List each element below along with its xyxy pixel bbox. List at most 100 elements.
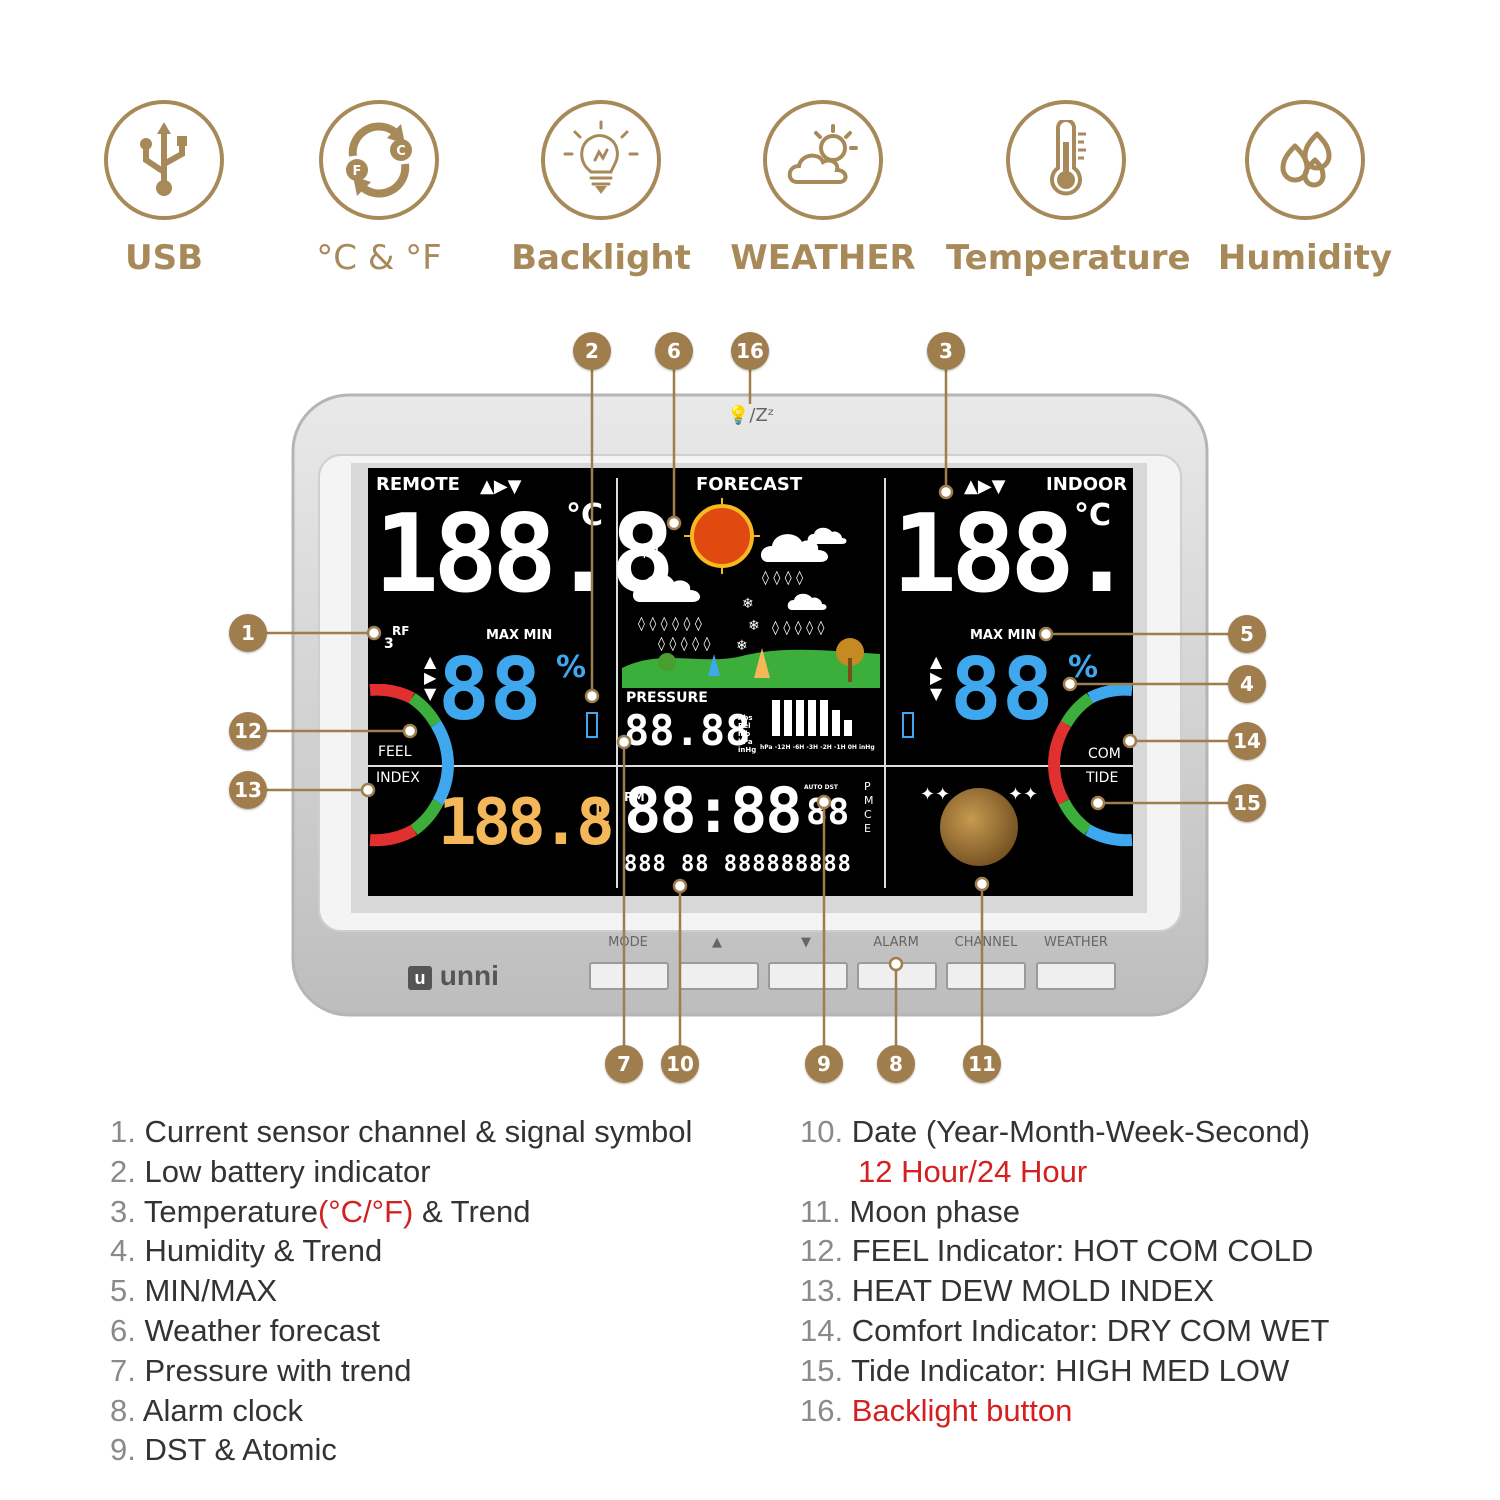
down-button[interactable] — [768, 962, 848, 990]
pressure-history-graph — [772, 700, 852, 736]
indoor-unit-celsius: °C — [1074, 498, 1112, 533]
indoor-maxmin: MAX MIN — [970, 628, 1037, 643]
feature-label-usb: USB — [124, 238, 203, 278]
legend-num: 15. — [800, 1352, 844, 1388]
remote-label: REMOTE — [376, 474, 460, 495]
weather-button-label: WEATHER — [1044, 935, 1108, 950]
feel-label: FEEL — [378, 744, 412, 760]
celsius-letter: C — [396, 144, 406, 159]
callout-9: 9 — [805, 1045, 843, 1083]
callout-7: 7 — [605, 1045, 643, 1083]
up-button-label: ▲ — [712, 935, 722, 950]
humidity-drops-icon-ring — [1245, 100, 1365, 220]
pm-indicator: PM — [624, 790, 645, 804]
legend-num: 2. — [110, 1153, 136, 1189]
feature-unit: C F °C & °F — [259, 100, 499, 278]
legend-left: 1. Current sensor channel & signal symbo… — [110, 1112, 692, 1470]
pressure-history-labels: hPa -12H -6H -3H -2H -1H 0H inHg — [760, 744, 875, 751]
clock-time: 88:88 — [624, 774, 803, 847]
pressure-units: Abs Rel mb hPa inHg — [738, 714, 756, 754]
legend-item-5: 5. MIN/MAX — [110, 1271, 692, 1311]
callout-3: 3 — [927, 332, 965, 370]
legend-item-13: 13. HEAT DEW MOLD INDEX — [800, 1271, 1329, 1311]
date-display: 888 88 888888888 — [624, 852, 852, 877]
pressure-unit-abs: Abs — [738, 714, 753, 722]
legend-num: 4. — [110, 1233, 136, 1269]
legend-item-14: 14. Comfort Indicator: DRY COM WET — [800, 1311, 1329, 1351]
legend-num: 8. — [110, 1392, 136, 1428]
legend-num: 6. — [110, 1312, 136, 1348]
celsius-fahrenheit-icon-ring: C F — [319, 100, 439, 220]
legend-num: 7. — [110, 1352, 136, 1388]
feature-temperature: Temperature — [946, 100, 1191, 278]
divider-left — [616, 478, 618, 888]
feature-label-humidity: Humidity — [1217, 238, 1393, 278]
celsius-fahrenheit-icon: C F — [346, 122, 412, 198]
callout-11: 11 — [963, 1045, 1001, 1083]
feature-usb: USB — [44, 100, 284, 278]
channel-button[interactable] — [946, 962, 1026, 990]
comfort-tide-arc — [1048, 684, 1133, 847]
brand-name: unni — [439, 960, 499, 991]
forecast-weather-icon: ❄! ◊ ◊ ◊ ◊ ◊ ◊ ◊ ◊ ◊ ◊ ◊ ◊ ◊ ◊ ◊ ◊ ◊ ◊ ◊… — [622, 498, 880, 688]
weather-icon — [787, 124, 858, 184]
legend-text: Comfort Indicator: DRY COM WET — [851, 1312, 1330, 1348]
flag-m: M — [864, 794, 874, 807]
legend-num: 1. — [110, 1114, 136, 1149]
feature-label-temperature: Temperature — [946, 238, 1191, 278]
legend-text-red: Backlight button — [851, 1392, 1073, 1428]
legend-text-red: 12 Hour/24 Hour — [858, 1153, 1088, 1189]
humidity-drops-icon — [1280, 131, 1332, 188]
legend-right: 10. Date (Year-Month-Week-Second) 12 Hou… — [800, 1112, 1329, 1430]
legend-text: Pressure with trend — [144, 1352, 412, 1388]
legend-text: Temperature — [143, 1193, 318, 1229]
legend-item-11: 11. Moon phase — [800, 1192, 1329, 1232]
legend-text: DST & Atomic — [144, 1432, 337, 1468]
remote-humidity-trend: ▲ ▶ ▼ — [424, 652, 437, 703]
backlight-button-symbol[interactable]: 💡/Zᶻ — [727, 405, 775, 426]
legend-item-1: 1. Current sensor channel & signal symbo… — [110, 1112, 692, 1152]
remote-temperature: 188.8 — [374, 492, 675, 617]
legend-text: Humidity & Trend — [144, 1233, 383, 1269]
channel-button-label: CHANNEL — [954, 935, 1018, 950]
indoor-trend-arrows: ▲▶▼ — [964, 476, 1006, 497]
feature-backlight: Backlight — [481, 100, 721, 278]
legend-text: Weather forecast — [144, 1312, 380, 1348]
svg-text:❄: ❄ — [748, 618, 760, 634]
legend-item-9: 9. DST & Atomic — [110, 1430, 692, 1470]
legend-num: 9. — [110, 1432, 136, 1468]
thermometer-icon — [1050, 120, 1086, 196]
callout-15: 15 — [1228, 784, 1266, 822]
indoor-label: INDOOR — [1046, 474, 1128, 495]
feature-label-weather: WEATHER — [730, 238, 916, 278]
lcd-screen: REMOTE ▲▶▼ 188.8 °C MAX MIN RF 3 88 % ▲ … — [368, 468, 1133, 896]
moon-sparkle-right: ✦✦ — [1008, 784, 1039, 805]
callout-13: 13 — [229, 771, 267, 809]
legend-item-12: 12. FEEL Indicator: HOT COM COLD — [800, 1231, 1329, 1271]
down-button-label: ▼ — [801, 935, 811, 950]
legend-text: Tide Indicator: HIGH MED LOW — [851, 1352, 1290, 1388]
svg-text:◊ ◊ ◊ ◊ ◊: ◊ ◊ ◊ ◊ ◊ — [658, 636, 710, 652]
svg-text:◊ ◊ ◊ ◊: ◊ ◊ ◊ ◊ — [762, 570, 803, 586]
svg-text:◊ ◊ ◊ ◊ ◊: ◊ ◊ ◊ ◊ ◊ — [772, 620, 824, 636]
mode-button[interactable] — [589, 962, 669, 990]
feel-index-unit: E — [594, 800, 611, 830]
svg-text:❄: ❄ — [742, 596, 754, 612]
callout-2: 2 — [573, 332, 611, 370]
legend-num: 11. — [800, 1193, 841, 1229]
indoor-temperature: 188.8 — [892, 492, 1133, 617]
weather-button[interactable] — [1036, 962, 1116, 990]
thermometer-icon-ring — [1006, 100, 1126, 220]
legend-item-16: 16. Backlight button — [800, 1391, 1329, 1431]
pressure-label: PRESSURE — [626, 690, 708, 706]
remote-humidity-percent: % — [556, 650, 587, 685]
legend-text: Date (Year-Month-Week-Second) — [851, 1114, 1311, 1149]
indoor-humidity-trend: ▲ ▶ ▼ — [930, 652, 943, 703]
legend-num: 13. — [800, 1273, 844, 1309]
sensor-channel: 3 — [384, 636, 394, 652]
remote-unit-celsius: °C — [566, 498, 604, 533]
low-battery-icon-indoor — [902, 712, 914, 738]
divider-right — [884, 478, 886, 888]
legend-text: Moon phase — [849, 1193, 1021, 1229]
